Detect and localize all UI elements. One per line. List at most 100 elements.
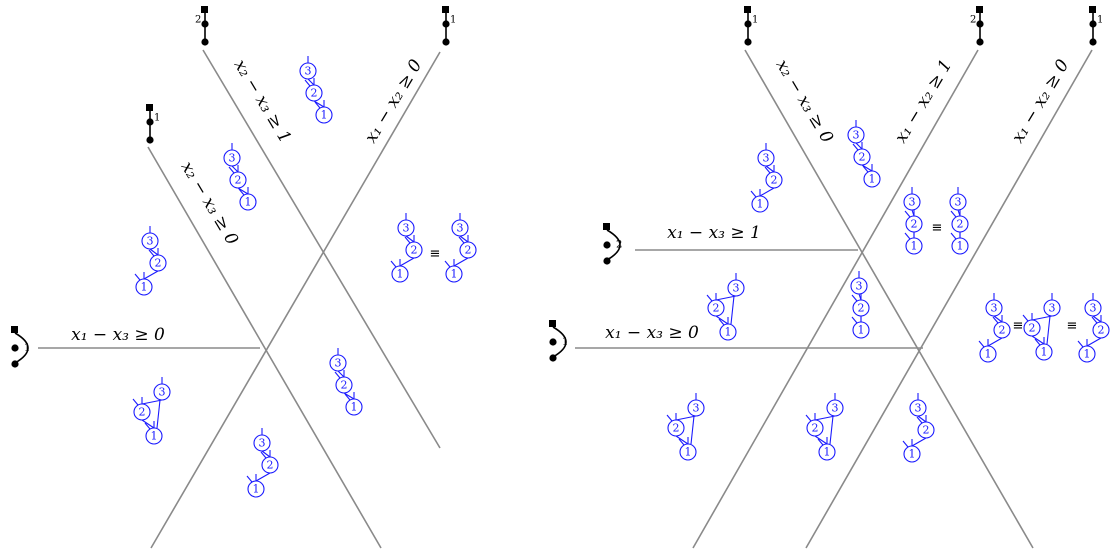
tree-diagram: 321 [329, 348, 363, 416]
tree-node [951, 215, 969, 233]
wall-label: x₁ − x₂ ≥ 0 [1008, 56, 1074, 147]
wall-marker: 1 [442, 6, 456, 46]
tree-node-label: 1 [151, 430, 158, 443]
tree-node [1035, 343, 1053, 361]
wall-marker: 1 [549, 320, 568, 362]
tree-stub [706, 294, 713, 302]
tree-stub [390, 260, 397, 268]
tree-edge [405, 235, 415, 243]
tree-node [261, 456, 279, 474]
tree-node-label: 3 [856, 280, 863, 293]
tree-node-label: 2 [859, 151, 866, 164]
tree-node-label: 3 [229, 152, 236, 165]
marker-dot [603, 257, 611, 265]
tree-node-label: 3 [909, 196, 916, 209]
tree-edge [814, 435, 828, 445]
tree-node-label: 1 [909, 448, 916, 461]
wall-line [692, 49, 979, 549]
equivalence-symbol: ≡ [430, 247, 441, 262]
tree-node [852, 321, 870, 339]
tree-stub [148, 249, 155, 257]
tree-node [149, 254, 167, 272]
marker-square [201, 6, 208, 13]
tree-node [141, 232, 159, 250]
tree-node [909, 399, 927, 417]
tree-edge [993, 315, 1003, 323]
tree-node-label: 1 [824, 446, 831, 459]
tree-edge [459, 235, 469, 243]
tree-node [451, 219, 469, 237]
tree-node [917, 421, 935, 439]
wall-line [202, 49, 441, 449]
tree-node-label: 3 [915, 402, 922, 415]
marker-square [1089, 6, 1096, 13]
tree-stub [458, 236, 465, 244]
tree-stub [144, 422, 151, 430]
tree-node [315, 106, 333, 124]
tree-node [679, 443, 697, 461]
tree-node [765, 171, 783, 189]
tree-node-label: 2 [1029, 322, 1036, 335]
tree-node-label: 3 [403, 222, 410, 235]
marker-dot [146, 118, 154, 126]
tree-node [397, 219, 415, 237]
tree-node-label: 1 [141, 281, 148, 294]
tree-node-label: 3 [457, 222, 464, 235]
marker-dot [146, 136, 154, 144]
tree-node [707, 299, 725, 317]
tree-node-label: 1 [245, 196, 252, 209]
marker-dot [201, 38, 209, 46]
marker-square [146, 104, 153, 111]
tree-stub [304, 79, 311, 87]
tree-node-label: 1 [253, 483, 260, 496]
tree-node-label: 2 [267, 459, 274, 472]
wall-marker: 1 [146, 104, 160, 144]
tree-node-label: 1 [757, 198, 764, 211]
tree-edge [987, 337, 1003, 347]
marker-dot [603, 241, 611, 249]
wall-line [150, 51, 441, 549]
tree-edge [1031, 335, 1045, 345]
tree-node [223, 149, 241, 167]
tree-diagram: 321 [706, 273, 745, 341]
tree-stub [764, 166, 771, 174]
tree-node-label: 3 [763, 152, 770, 165]
tree-edge [911, 437, 927, 447]
marker-label: 1 [24, 343, 30, 354]
wall-label: x₁ − x₃ ≥ 0 [605, 323, 699, 343]
tree-diagram: 321 [1077, 293, 1110, 363]
tree-stub [678, 438, 685, 446]
tree-stub [238, 188, 245, 196]
tree-node [335, 376, 353, 394]
tree-node [247, 480, 265, 498]
tree-node-label: 3 [955, 196, 962, 209]
tree-edge [715, 315, 729, 325]
tree-edge [675, 415, 697, 421]
wall-marker: 2 [970, 6, 984, 46]
tree-stub [750, 190, 757, 198]
tree-node [852, 299, 870, 317]
tree-node-label: 1 [957, 240, 964, 253]
marker-square [976, 6, 983, 13]
tree-stub [916, 416, 923, 424]
tree-diagram: 321 [903, 187, 923, 255]
tree-node-label: 1 [351, 401, 358, 414]
tree-edge [715, 295, 737, 301]
tree-node [1084, 299, 1102, 317]
marker-arc [606, 229, 621, 261]
marker-label: 1 [154, 113, 160, 124]
tree-node-label: 1 [685, 446, 692, 459]
tree-node-label: 1 [858, 324, 865, 337]
marker-arc [552, 326, 567, 358]
tree-stub [950, 232, 957, 240]
tree-diagram: 321 [902, 393, 935, 463]
tree-stub [444, 260, 451, 268]
tree-stub [902, 440, 909, 448]
tree-node-label: 3 [305, 65, 312, 78]
tree-node [818, 443, 836, 461]
tree-stub [1022, 314, 1029, 322]
tree-edge [231, 165, 239, 173]
tree-diagram: 321 [223, 143, 257, 211]
tree-node [253, 434, 271, 452]
